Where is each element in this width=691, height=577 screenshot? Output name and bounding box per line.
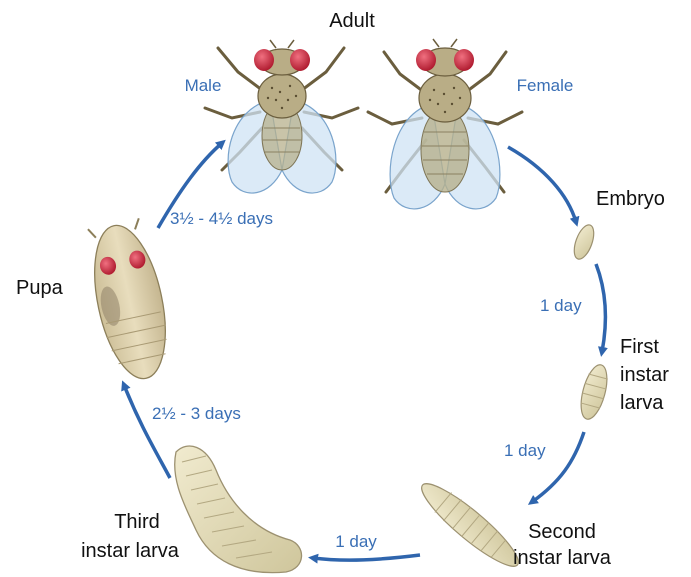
- male-label: Male: [185, 76, 222, 95]
- duration-first-to-second: 1 day: [504, 441, 546, 460]
- female-right-eye: [454, 49, 474, 71]
- third-instar-label-line2: instar larva: [81, 540, 180, 562]
- third-instar-larva-illustration: [175, 446, 302, 573]
- second-instar-larva-illustration: [414, 474, 527, 575]
- duration-second-to-third: 1 day: [335, 532, 377, 551]
- second-instar-label-line1: Second: [528, 521, 596, 543]
- pupa-illustration: [82, 217, 177, 385]
- male-left-eye: [254, 49, 274, 71]
- first-instar-label-line3: larva: [620, 392, 664, 414]
- arrow-adult-to-embryo: [508, 147, 576, 222]
- female-label: Female: [517, 76, 574, 95]
- first-instar-label-line2: instar: [620, 364, 669, 386]
- duration-embryo-to-first: 1 day: [540, 296, 582, 315]
- male-right-eye: [290, 49, 310, 71]
- arrow-embryo-to-first-instar: [596, 264, 605, 352]
- adult-label: Adult: [329, 10, 375, 32]
- second-instar-label-line2: instar larva: [513, 547, 612, 569]
- first-instar-larva-illustration: [576, 362, 612, 422]
- embryo-illustration: [570, 222, 597, 261]
- male-fly-illustration: [205, 40, 358, 193]
- pupa-label: Pupa: [16, 277, 64, 299]
- embryo-label: Embryo: [596, 188, 665, 210]
- duration-third-to-pupa: 2½ - 3 days: [152, 404, 241, 423]
- duration-pupa-to-adult: 3½ - 4½ days: [170, 209, 273, 228]
- female-fly-illustration: [368, 39, 522, 209]
- arrow-second-to-third-instar: [313, 555, 420, 560]
- female-left-eye: [416, 49, 436, 71]
- first-instar-label-line1: First: [620, 336, 659, 358]
- third-instar-label-line1: Third: [114, 511, 160, 533]
- arrow-third-instar-to-pupa: [124, 385, 170, 478]
